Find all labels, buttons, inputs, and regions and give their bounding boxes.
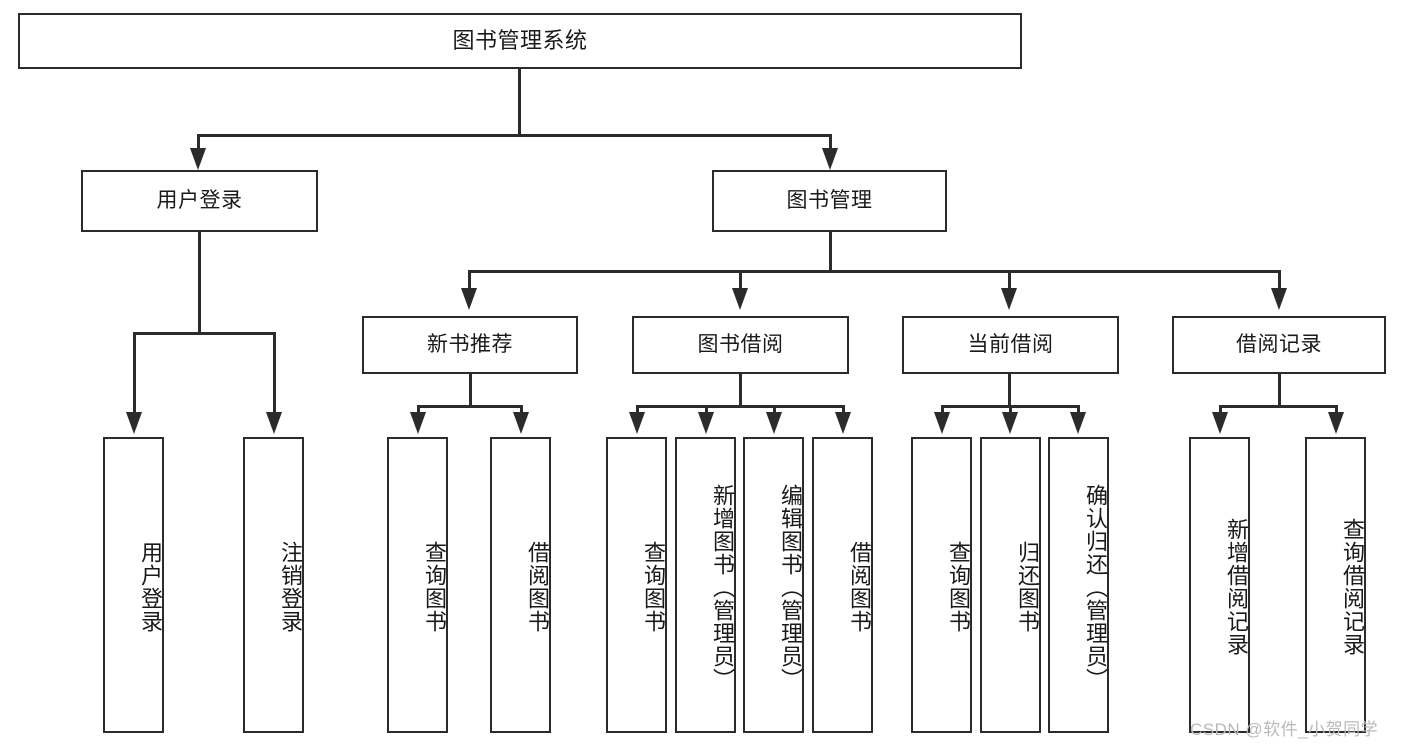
leaf-logout[interactable]: 注销登录 (243, 437, 304, 733)
node-new-book-recommend[interactable]: 新书推荐 (362, 316, 578, 374)
node-current-borrow[interactable]: 当前借阅 (902, 316, 1119, 374)
connector-borrow-record-bar (1219, 405, 1337, 408)
arrowhead-leaf-add-book (698, 412, 714, 434)
connector-current-borrow-stem (1008, 374, 1011, 407)
node-label: 编辑图书（管理员） (778, 483, 803, 691)
connector-user-login-leaf1 (133, 332, 136, 417)
node-label: 查询图书 (946, 541, 971, 633)
connector-borrow-record-stem (1278, 374, 1281, 407)
leaf-edit-book-admin[interactable]: 编辑图书（管理员） (743, 437, 804, 733)
connector-to-borrow-record (1278, 270, 1281, 292)
connector-new-book-leaf1 (417, 405, 420, 417)
node-label: 确认归还（管理员） (1083, 483, 1108, 691)
connector-book-borrow-leaf3 (773, 405, 776, 417)
arrowhead-leaf-edit-book (766, 412, 782, 434)
node-borrow-record[interactable]: 借阅记录 (1172, 316, 1386, 374)
node-label: 用户登录 (138, 541, 163, 633)
leaf-query-book-current[interactable]: 查询图书 (911, 437, 972, 733)
node-label: 注销登录 (278, 541, 303, 633)
connector-borrow-record-leaf1 (1219, 405, 1222, 417)
leaf-user-login[interactable]: 用户登录 (103, 437, 164, 733)
node-label: 图书管理 (786, 189, 873, 213)
connector-book-borrow-stem (739, 374, 742, 407)
connector-root-stem (518, 69, 521, 136)
arrowhead-leaf-add-record (1212, 412, 1228, 434)
node-user-login[interactable]: 用户登录 (81, 170, 318, 232)
connector-book-management-stem (829, 232, 832, 272)
node-label: 当前借阅 (967, 333, 1054, 357)
node-book-management[interactable]: 图书管理 (712, 170, 947, 232)
arrowhead-leaf-return-book (1002, 412, 1018, 434)
node-label: 归还图书 (1015, 541, 1040, 633)
connector-user-login-stem (198, 232, 201, 334)
arrowhead-book-management (822, 148, 838, 170)
node-label: 查询借阅记录 (1340, 518, 1365, 656)
leaf-add-book-admin[interactable]: 新增图书（管理员） (675, 437, 736, 733)
connector-book-borrow-leaf4 (842, 405, 845, 417)
arrowhead-leaf-logout (266, 412, 282, 434)
connector-to-book-borrow (739, 270, 742, 292)
leaf-return-book[interactable]: 归还图书 (980, 437, 1041, 733)
connector-user-login-bar (133, 332, 275, 335)
arrowhead-borrow-record (1271, 288, 1287, 310)
arrowhead-leaf-query-record (1328, 412, 1344, 434)
node-label: 查询图书 (641, 541, 666, 633)
connector-to-current-borrow (1008, 270, 1011, 292)
connector-new-book-bar (417, 405, 522, 408)
arrowhead-user-login (190, 148, 206, 170)
node-label: 借阅记录 (1236, 333, 1322, 357)
connector-current-borrow-leaf3 (1077, 405, 1080, 417)
arrowhead-current-borrow (1001, 288, 1017, 310)
csdn-watermark: CSDN @软件_小贺同学 (1190, 720, 1379, 739)
node-label: 借阅图书 (847, 541, 872, 633)
connector-to-user-login (197, 134, 200, 154)
node-label: 借阅图书 (525, 541, 550, 633)
leaf-confirm-return-admin[interactable]: 确认归还（管理员） (1048, 437, 1109, 733)
arrowhead-leaf-query-book-1 (410, 412, 426, 434)
node-label: 新增图书（管理员） (710, 483, 735, 691)
leaf-query-book-borrow[interactable]: 查询图书 (606, 437, 667, 733)
connector-user-login-leaf2 (273, 332, 276, 417)
node-label: 新书推荐 (427, 333, 513, 357)
connector-level2-bar (197, 134, 831, 137)
node-root-book-management-system[interactable]: 图书管理系统 (18, 13, 1022, 69)
node-label: 新增借阅记录 (1224, 518, 1249, 656)
connector-book-borrow-bar (636, 405, 844, 408)
node-label: 查询图书 (422, 541, 447, 633)
arrowhead-leaf-query-book-2 (629, 412, 645, 434)
arrowhead-leaf-query-book-3 (934, 412, 950, 434)
leaf-borrow-book-recommend[interactable]: 借阅图书 (490, 437, 551, 733)
leaf-query-borrow-record[interactable]: 查询借阅记录 (1305, 437, 1366, 733)
leaf-add-borrow-record[interactable]: 新增借阅记录 (1189, 437, 1250, 733)
connector-current-borrow-leaf1 (941, 405, 944, 417)
connector-current-borrow-leaf2 (1009, 405, 1012, 417)
arrowhead-leaf-confirm-return (1070, 412, 1086, 434)
node-label: 用户登录 (156, 189, 243, 213)
connector-to-new-book-recommend (468, 270, 471, 292)
connector-book-borrow-leaf1 (636, 405, 639, 417)
arrowhead-leaf-user-login (126, 412, 142, 434)
connector-level3-bar (468, 270, 1279, 273)
leaf-borrow-book[interactable]: 借阅图书 (812, 437, 873, 733)
connector-to-book-management (829, 134, 832, 154)
connector-book-borrow-leaf2 (705, 405, 708, 417)
connector-new-book-stem (469, 374, 472, 407)
node-label: 图书借阅 (697, 333, 784, 357)
arrowhead-leaf-borrow-book-2 (835, 412, 851, 434)
node-label: 图书管理系统 (452, 27, 588, 53)
arrowhead-leaf-borrow-book-1 (513, 412, 529, 434)
arrowhead-new-book-recommend (461, 288, 477, 310)
leaf-query-book-recommend[interactable]: 查询图书 (387, 437, 448, 733)
node-book-borrow[interactable]: 图书借阅 (632, 316, 849, 374)
arrowhead-book-borrow (732, 288, 748, 310)
connector-new-book-leaf2 (520, 405, 523, 417)
connector-borrow-record-leaf2 (1335, 405, 1338, 417)
